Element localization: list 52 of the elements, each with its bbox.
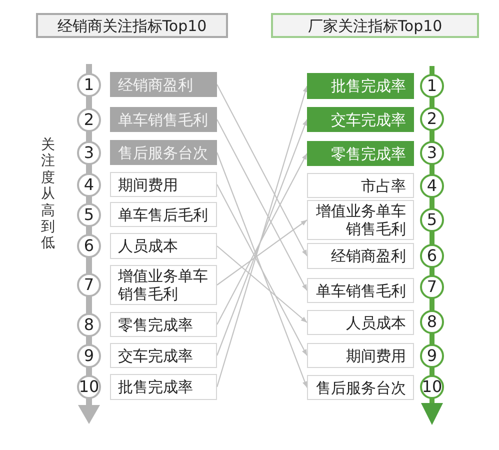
- metric-box: 人员成本: [110, 233, 217, 259]
- number-circle: 6: [420, 244, 444, 268]
- metric-box: 人员成本: [307, 310, 414, 335]
- metric-box: 批售完成率: [307, 73, 414, 99]
- metric-box: 交车完成率: [110, 343, 217, 368]
- metric-box: 售后服务台次: [307, 375, 414, 400]
- number-circle: 5: [420, 208, 444, 232]
- number-circle: 10: [77, 375, 101, 399]
- metric-box: 经销商盈利: [307, 243, 414, 269]
- metric-box: 交车完成率: [307, 107, 414, 132]
- metric-box: 增值业务单车销售毛利: [110, 265, 217, 305]
- connector-arrow: [216, 153, 308, 325]
- number-circle: 3: [420, 141, 444, 165]
- number-circle: 7: [420, 275, 444, 299]
- number-circle: 4: [420, 174, 444, 198]
- connector-arrow: [216, 184, 308, 356]
- connector-arrow: [216, 86, 308, 388]
- header-box: 厂家关注指标Top10: [271, 13, 479, 38]
- number-circle: 1: [77, 72, 101, 96]
- number-circle: 9: [77, 344, 101, 368]
- connector-arrow: [216, 119, 308, 356]
- number-circle: 1: [420, 74, 444, 98]
- number-circle: 8: [77, 312, 101, 336]
- metric-box: 增值业务单车销售毛利: [307, 200, 414, 240]
- connector-arrow: [216, 220, 308, 286]
- metric-box: 批售完成率: [110, 374, 217, 400]
- number-circle: 6: [77, 234, 101, 258]
- header-box: 经销商关注指标Top10: [36, 13, 228, 38]
- number-circle: 9: [420, 344, 444, 368]
- vertical-label: 关注度从高到低: [40, 137, 56, 252]
- number-circle: 10: [420, 375, 444, 399]
- metric-box: 期间费用: [307, 343, 414, 368]
- metric-box: 单车销售毛利: [110, 107, 217, 132]
- metric-box: 零售完成率: [110, 312, 217, 337]
- number-circle: 4: [77, 172, 101, 196]
- metric-box: 市占率: [307, 173, 414, 198]
- number-circle: 8: [420, 310, 444, 334]
- number-circle: 7: [77, 273, 101, 297]
- connector-arrow: [216, 152, 308, 388]
- metric-box: 单车售后毛利: [110, 202, 217, 227]
- connector-arrow: [216, 119, 308, 291]
- number-circle: 2: [77, 108, 101, 132]
- number-circle: 2: [420, 107, 444, 131]
- metric-box: 期间费用: [110, 172, 217, 197]
- metric-box: 零售完成率: [307, 141, 414, 166]
- metric-box: 售后服务台次: [110, 140, 217, 165]
- connector-arrow: [216, 246, 308, 323]
- metric-box: 单车销售毛利: [307, 278, 414, 303]
- metric-box: 经销商盈利: [110, 72, 217, 97]
- connector-arrow: [216, 84, 308, 256]
- number-circle: 3: [77, 140, 101, 164]
- number-circle: 5: [77, 202, 101, 226]
